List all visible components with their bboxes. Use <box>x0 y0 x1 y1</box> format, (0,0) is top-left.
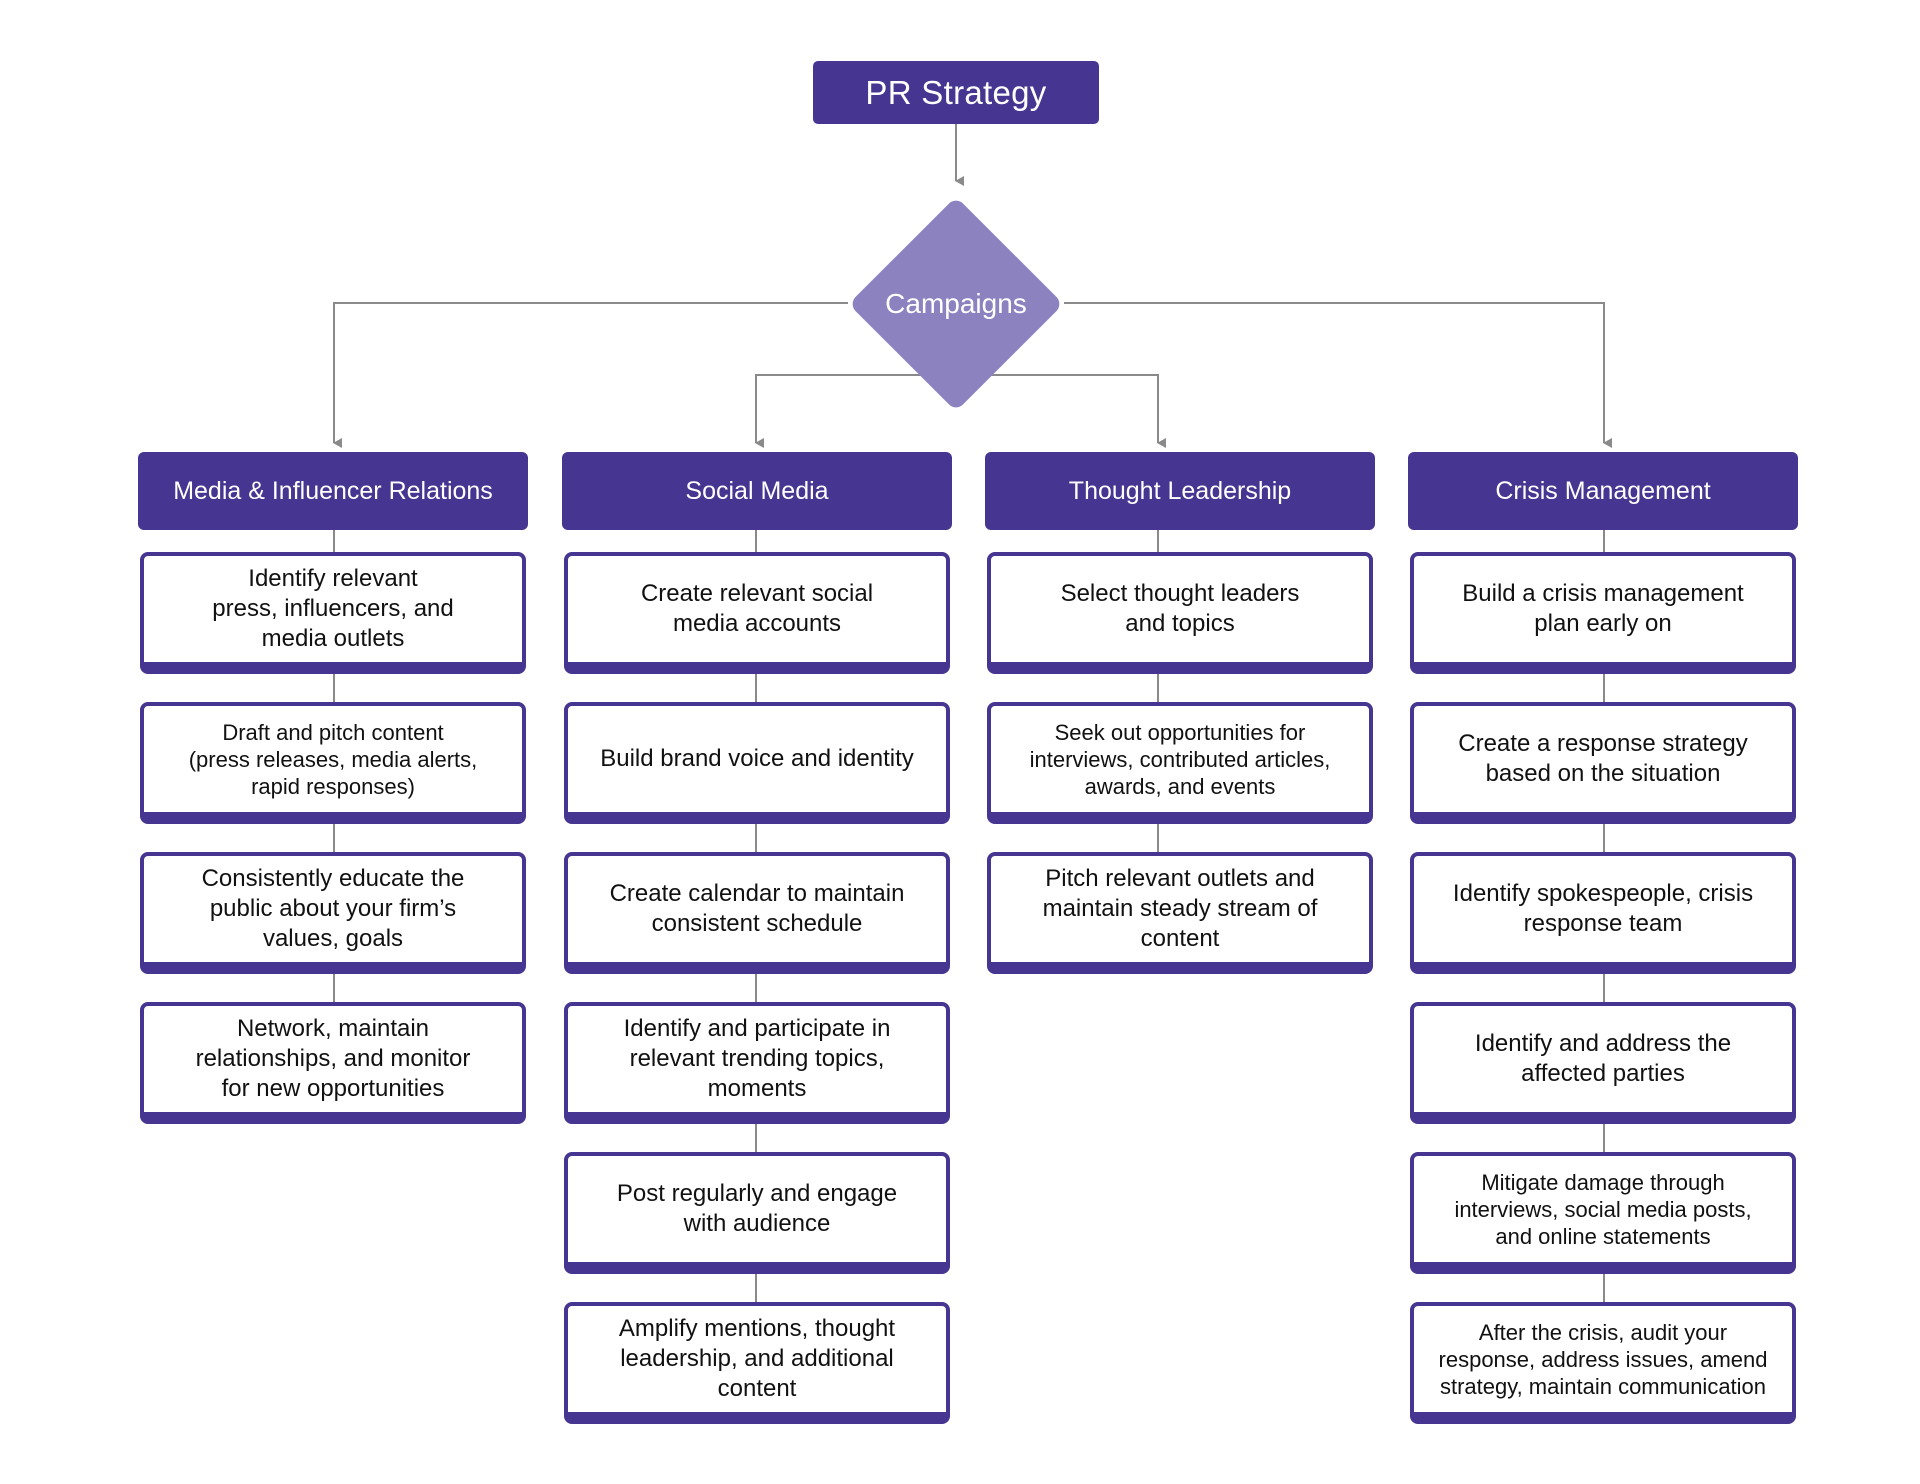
step-box-social-media-2: Build brand voice and identity <box>564 702 950 824</box>
hub-label: Campaigns <box>885 288 1027 319</box>
step-text: Draft and pitch content(press releases, … <box>188 719 478 799</box>
hub-to-social-arrow <box>755 374 956 448</box>
step-box-media-and-influencer-relations-2: Draft and pitch content(press releases, … <box>140 702 526 824</box>
column-header-social-media: Social Media <box>562 452 952 530</box>
root-node-pr-strategy: PR Strategy <box>813 61 1099 124</box>
hub-node-campaigns: Campaigns <box>848 196 1064 412</box>
column-header-thought-leadership: Thought Leadership <box>985 452 1375 530</box>
step-text: Build brand voice and identity <box>600 745 914 772</box>
hub-to-media-arrow <box>333 302 848 448</box>
column-header-media-and-influencer-relations: Media & Influencer Relations <box>138 452 528 530</box>
column-header-crisis-management: Crisis Management <box>1408 452 1798 530</box>
root-label: PR Strategy <box>865 73 1047 111</box>
hub-to-crisis-arrow <box>1064 302 1612 448</box>
hub-to-thought-arrow <box>956 374 1166 448</box>
